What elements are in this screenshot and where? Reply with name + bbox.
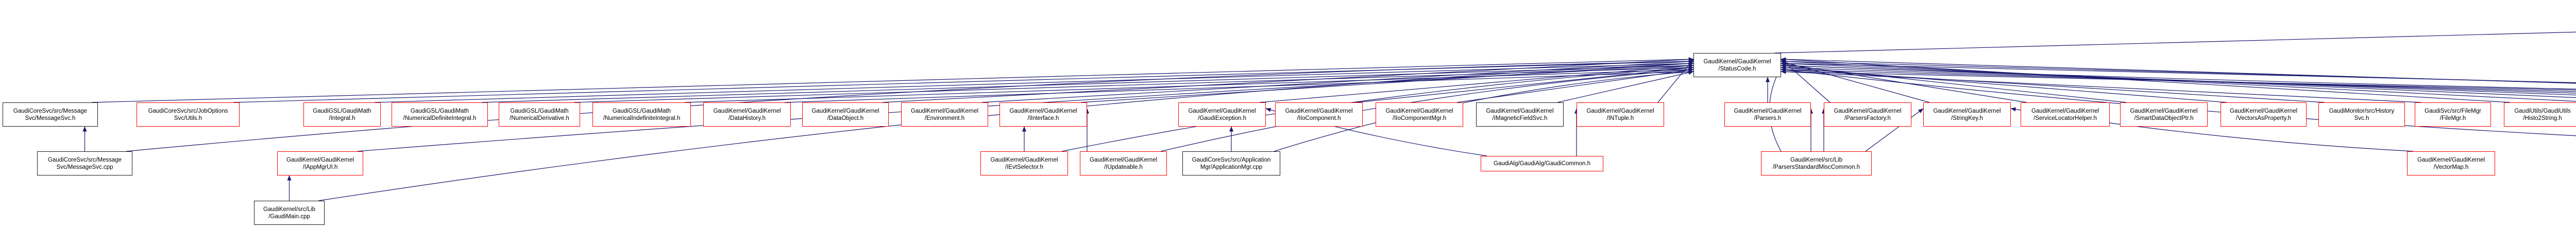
- include-edge-r3c-SC: [1061, 65, 1694, 152]
- include-edge-n4-SC: [481, 63, 1694, 103]
- graph-node-n12[interactable]: GaudiKernel/GaudiKernel/IIoComponent.h: [1275, 102, 1363, 127]
- include-edge-r3d-SC: [1160, 67, 1694, 152]
- include-edge-n3-SC: [374, 61, 1694, 103]
- include-edge-n10-SC: [1080, 61, 1694, 103]
- include-edge-n29-SC: [1781, 67, 2576, 92]
- graph-node-r3b[interactable]: GaudiKernel/GaudiKernel/IAppMgrUI.h: [277, 151, 363, 176]
- include-edge-r3g-n18: [1865, 108, 1924, 152]
- include-edge-n26-SC: [1781, 61, 2576, 98]
- graph-node-n17[interactable]: GaudiKernel/GaudiKernel/ParsersFactory.h: [1824, 102, 1911, 127]
- graph-node-r3g[interactable]: GaudiKernel/src/Lib/ParsersStandardMiscC…: [1761, 151, 1872, 176]
- include-edge-SC-root: [1774, 31, 2576, 54]
- include-edge-n27-SC: [1781, 63, 2576, 96]
- graph-node-SC[interactable]: GaudiKernel/GaudiKernel/StatusCode.h: [1693, 53, 1781, 77]
- graph-node-n23[interactable]: GaudiSvc/src/FileMgr/FileMgr.h: [2415, 102, 2491, 127]
- graph-node-n8[interactable]: GaudiKernel/GaudiKernel/DataObject.h: [802, 102, 889, 127]
- include-edge-n7-SC: [784, 69, 1694, 103]
- graph-node-n9[interactable]: GaudiKernel/GaudiKernel/Environment.h: [901, 102, 988, 127]
- graph-node-n13[interactable]: GaudiKernel/GaudiKernel/IIoComponentMgr.…: [1376, 102, 1463, 127]
- graph-node-n7[interactable]: GaudiKernel/GaudiKernel/DataHistory.h: [703, 102, 791, 127]
- graph-node-n15[interactable]: GaudiKernel/GaudiKernel/INTuple.h: [1577, 102, 1664, 127]
- graph-node-n18[interactable]: GaudiKernel/GaudiKernel/StringKey.h: [1923, 102, 2011, 127]
- include-edge-n34-SC: [1781, 63, 2576, 90]
- include-edge-r3e-SC: [1274, 69, 1694, 152]
- graph-node-n19[interactable]: GaudiKernel/GaudiKernel/ServiceLocatorHe…: [2021, 102, 2110, 127]
- include-edge-n1-SC: [91, 57, 1694, 103]
- include-edge-n25-SC: [1781, 59, 2576, 102]
- graph-node-n24[interactable]: GaudiUtils/GaudiUtils/Histo2String.h: [2504, 102, 2576, 127]
- graph-node-n14[interactable]: GaudiKernel/GaudiKernel/IMagneticFieldSv…: [1476, 102, 1564, 127]
- graph-node-n16[interactable]: GaudiKernel/GaudiKernel/Parsers.h: [1724, 102, 1811, 127]
- graph-node-r3d[interactable]: GaudiKernel/GaudiKernel/IUpdateable.h: [1080, 151, 1167, 176]
- include-edge-n11-SC: [1259, 63, 1694, 103]
- include-edge-n14-SC: [1557, 71, 1694, 103]
- graph-node-n20[interactable]: GaudiKernel/GaudiKernel/SmartDataObjectP…: [2120, 102, 2208, 127]
- graph-node-n21[interactable]: GaudiKernel/GaudiKernel/VectorsAsPropert…: [2221, 102, 2307, 127]
- include-edge-n12-SC: [1356, 66, 1694, 103]
- graph-node-n6[interactable]: GaudiGSL/GaudiMath/NumericalIndefiniteIn…: [592, 102, 691, 127]
- include-edge-n15-SC: [1657, 59, 1694, 103]
- include-edge-n9-SC: [981, 59, 1694, 103]
- include-edge-n8-SC: [882, 57, 1694, 103]
- graph-node-n5[interactable]: GaudiGSL/GaudiMath/NumericalDerivative.h: [499, 102, 580, 127]
- include-edge-r3a-SC: [126, 59, 1694, 152]
- graph-node-r3f[interactable]: GaudiAlg/GaudiAlg/GaudiCommon.h: [1481, 156, 1603, 171]
- graph-node-n4[interactable]: GaudiGSL/GaudiMath/NumericalDefiniteInte…: [392, 102, 488, 127]
- include-edge-n30-SC: [1781, 69, 2576, 91]
- graph-node-r3c[interactable]: GaudiKernel/GaudiKernel/IEvtSelector.h: [980, 151, 1068, 176]
- graph-node-r4a[interactable]: GaudiKernel/src/Lib/GaudiMain.cpp: [254, 201, 325, 225]
- include-edge-n23-SC: [1781, 69, 2421, 103]
- include-edge-n28-SC: [1781, 65, 2576, 94]
- graph-node-n10[interactable]: GaudiKernel/GaudiKernel/IInterface.h: [999, 102, 1087, 127]
- include-edge-n22-SC: [1781, 67, 2325, 103]
- graph-node-n11[interactable]: GaudiKernel/GaudiKernel/GaudiException.h: [1178, 102, 1266, 127]
- include-edge-n20-SC: [1781, 64, 2127, 103]
- graph-node-r3h[interactable]: GaudiKernel/GaudiKernel/VectorMap.h: [2407, 151, 2495, 176]
- graph-node-n3[interactable]: GaudiGSL/GaudiMath/Integral.h: [303, 102, 381, 127]
- include-edge-n33-SC: [1781, 61, 2576, 83]
